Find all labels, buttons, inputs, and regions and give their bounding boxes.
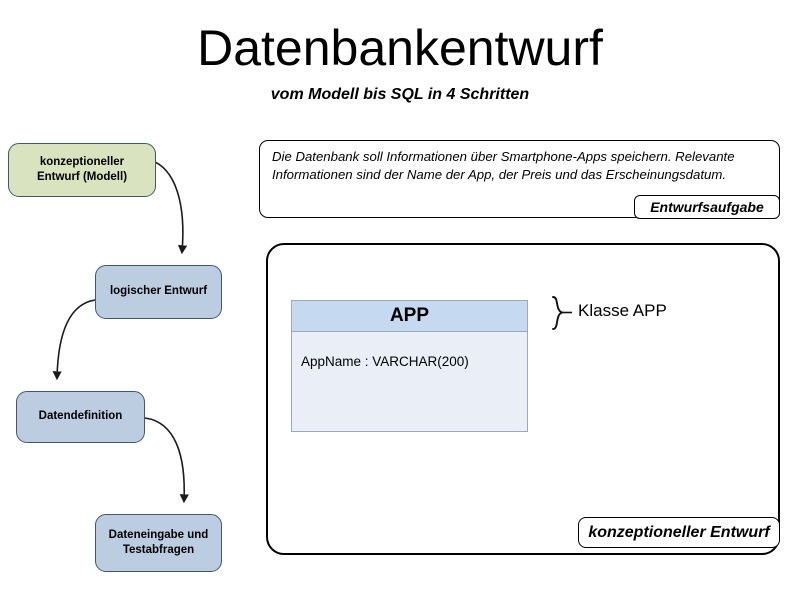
page-title: Datenbankentwurf <box>197 20 603 76</box>
flow-step-datendefinition[interactable]: Datendefinition <box>16 391 145 443</box>
arrow-logisch-to-datendefinition <box>52 299 96 381</box>
uml-class-app[interactable]: APP AppName : VARCHAR(200) <box>291 300 528 432</box>
flow-step-label: logischer Entwurf <box>109 285 208 298</box>
flow-step-logischer-entwurf[interactable]: logischer Entwurf <box>95 265 222 319</box>
page-subtitle: vom Modell bis SQL in 4 Schritten <box>270 86 530 103</box>
uml-class-attributes: AppName : VARCHAR(200) <box>292 332 527 431</box>
flow-step-label: Datendefinition <box>38 410 123 423</box>
arrow-datendefinition-to-dateneingabe <box>144 417 189 504</box>
entwurfsaufgabe-text: Die Datenbank soll Informationen über Sm… <box>272 149 735 183</box>
uml-class-annotation: Klasse APP <box>578 301 667 320</box>
entwurfsaufgabe-tag: Entwurfsaufgabe <box>634 195 780 219</box>
uml-class-name: APP <box>292 301 527 332</box>
konzeptioneller-entwurf-tag: konzeptioneller Entwurf <box>578 517 780 548</box>
curly-brace-icon <box>552 296 572 330</box>
uml-attribute-appname: AppName : VARCHAR(200) <box>301 354 469 369</box>
